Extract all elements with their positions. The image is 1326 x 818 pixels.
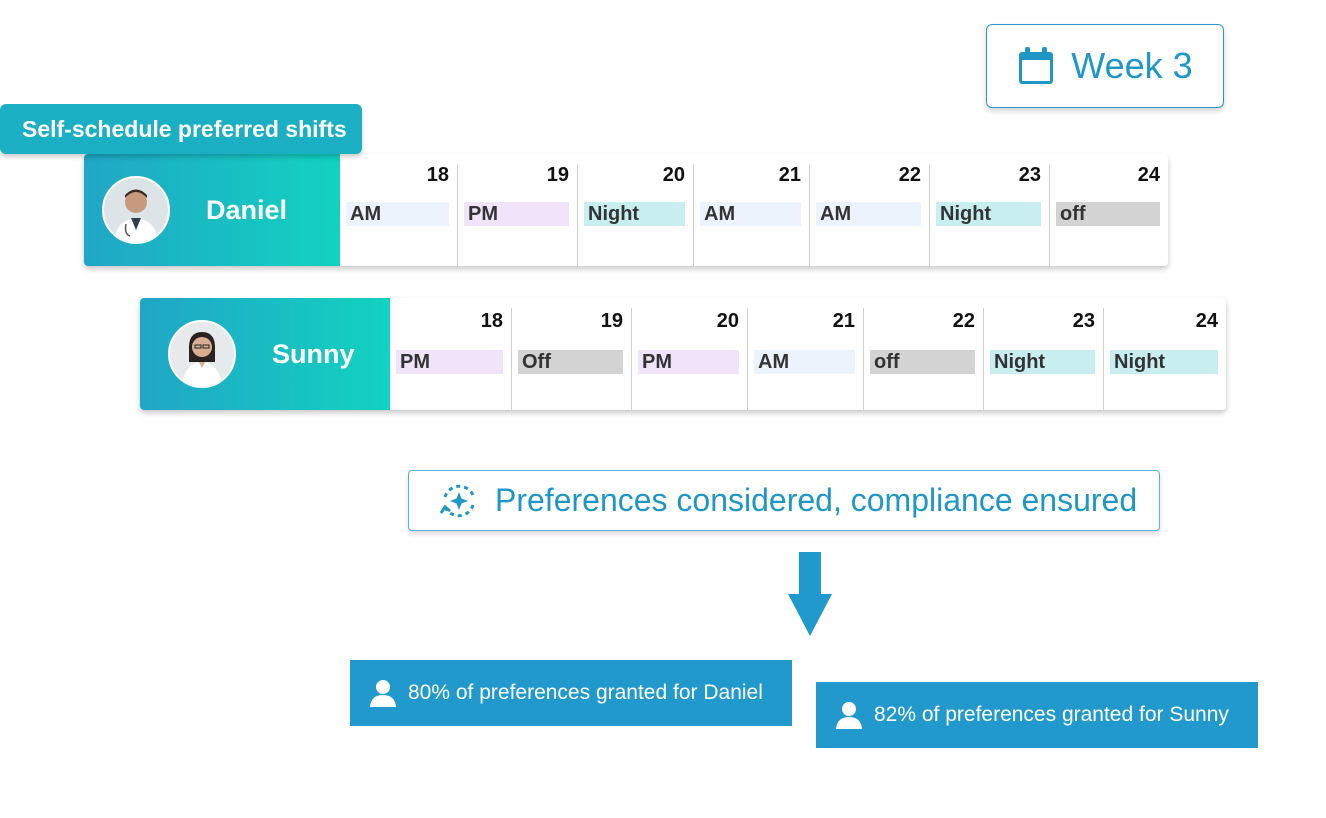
- day-number: 18: [480, 310, 503, 332]
- day-number: 21: [778, 164, 801, 186]
- week-selector[interactable]: Week 3: [986, 24, 1224, 108]
- day-number: 19: [546, 164, 569, 186]
- day-number: 20: [716, 310, 739, 332]
- stat-text: 80% of preferences granted for Daniel: [408, 681, 763, 704]
- shift-chip[interactable]: off: [1056, 202, 1160, 226]
- person-header: Sunny: [140, 298, 390, 410]
- shift-chip[interactable]: AM: [346, 202, 449, 226]
- day-number: 22: [952, 310, 975, 332]
- day-number: 20: [662, 164, 685, 186]
- person-name: Daniel: [206, 194, 288, 225]
- user-icon: [836, 702, 862, 729]
- shift-chip[interactable]: Off: [518, 350, 623, 374]
- shift-chip[interactable]: Night: [584, 202, 685, 226]
- shift-chip[interactable]: AM: [816, 202, 921, 226]
- stat-text: 82% of preferences granted for Sunny: [874, 703, 1229, 726]
- day-number: 19: [600, 310, 623, 332]
- arrow-down-icon: [788, 552, 832, 636]
- compliance-banner: Preferences considered, compliance ensur…: [408, 470, 1160, 531]
- shift-chip[interactable]: Night: [1110, 350, 1218, 374]
- shift-chip[interactable]: AM: [754, 350, 855, 374]
- stat-sunny: 82% of preferences granted for Sunny: [816, 682, 1258, 748]
- self-schedule-tag: Self-schedule preferred shifts: [0, 104, 362, 154]
- self-schedule-label: Self-schedule preferred shifts: [22, 115, 347, 142]
- day-cell[interactable]: 24 off: [1049, 164, 1168, 266]
- shift-chip[interactable]: PM: [396, 350, 503, 374]
- sparkle-sync-icon: [439, 484, 475, 517]
- compliance-text: Preferences considered, compliance ensur…: [495, 482, 1138, 518]
- day-number: 24: [1195, 310, 1218, 332]
- day-number: 23: [1072, 310, 1095, 332]
- day-number: 23: [1018, 164, 1041, 186]
- week-label: Week 3: [1071, 45, 1193, 86]
- person-name: Sunny: [272, 338, 355, 369]
- day-number: 24: [1137, 164, 1160, 186]
- user-icon: [370, 680, 396, 707]
- avatar: [168, 320, 236, 388]
- day-number: 22: [898, 164, 921, 186]
- shift-chip[interactable]: Night: [990, 350, 1095, 374]
- day-cell[interactable]: 22 off: [863, 308, 983, 410]
- person-header: Daniel: [84, 154, 340, 266]
- shift-chip[interactable]: PM: [638, 350, 739, 374]
- shift-chip[interactable]: PM: [464, 202, 569, 226]
- calendar-icon: [1019, 47, 1054, 84]
- stat-daniel: 80% of preferences granted for Daniel: [350, 660, 792, 726]
- shift-chip[interactable]: AM: [700, 202, 801, 226]
- day-number: 18: [426, 164, 449, 186]
- shift-chip[interactable]: off: [870, 350, 975, 374]
- shift-chip[interactable]: Night: [936, 202, 1041, 226]
- avatar: [102, 176, 170, 244]
- day-number: 21: [832, 310, 855, 332]
